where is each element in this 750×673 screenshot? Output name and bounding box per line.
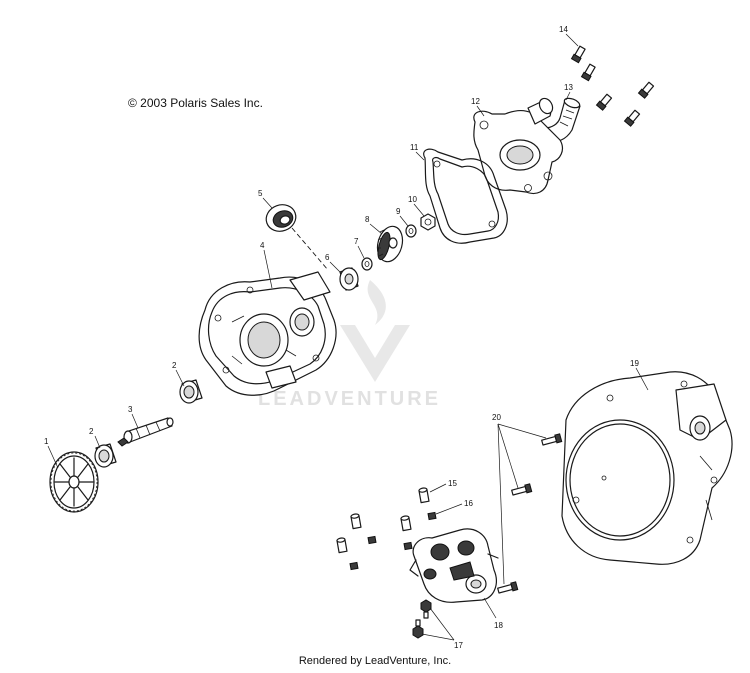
callout-3: 3: [128, 405, 133, 414]
callout-17: 17: [454, 641, 463, 650]
part-7-ring: [361, 257, 373, 271]
callout-1: 1: [44, 437, 49, 446]
leadventure-watermark: LEADVENTURE: [258, 280, 441, 410]
part-15-16-pins: [336, 487, 437, 571]
callout-11: 11: [410, 143, 419, 152]
callout-6: 6: [325, 253, 330, 262]
callout-14: 14: [559, 25, 568, 34]
callout-16: 16: [464, 499, 473, 508]
part-18-pump: [409, 528, 499, 603]
callout-10: 10: [408, 195, 417, 204]
part-2-bearing-upper: [179, 379, 203, 404]
copyright-text: © 2003 Polaris Sales Inc.: [128, 96, 263, 110]
part-9-washer: [405, 224, 417, 238]
callout-2-upper: 2: [172, 361, 177, 370]
callout-2-lower: 2: [89, 427, 94, 436]
part-3-shaft: [117, 417, 174, 447]
callout-19: 19: [630, 359, 639, 368]
part-19-side-cover: [561, 371, 733, 565]
callout-5: 5: [258, 189, 263, 198]
leader-lines: [47, 33, 649, 641]
callout-8: 8: [365, 215, 370, 224]
part-10-nut: [420, 213, 436, 231]
flame-v-logo-icon: [340, 280, 410, 382]
part-11-gasket: [423, 148, 508, 244]
callout-numbers: 1 2 2 3 4 5 6 7 8 9 10 11 12 13 14 15 16…: [44, 25, 639, 650]
part-12-pump-cover: [473, 97, 564, 195]
part-2-bearing-lower: [94, 443, 117, 468]
part-1-gear: [49, 451, 99, 513]
callout-7: 7: [354, 237, 359, 246]
part-5-seal: [265, 204, 297, 232]
callout-9: 9: [396, 207, 401, 216]
callout-13: 13: [564, 83, 573, 92]
part-17-screws: [412, 599, 432, 639]
callout-18: 18: [494, 621, 503, 630]
part-6-bushing: [339, 267, 359, 291]
assembly-axis-line: [291, 227, 329, 271]
part-8-impeller: [376, 225, 404, 263]
footer-credit: Rendered by LeadVenture, Inc.: [298, 655, 452, 667]
watermark-text: LEADVENTURE: [258, 388, 441, 410]
callout-12: 12: [471, 97, 480, 106]
part-14-bolts: [570, 45, 655, 127]
callout-15: 15: [448, 479, 457, 488]
callout-4: 4: [260, 241, 265, 250]
part-13-elbow: [543, 97, 581, 143]
callout-20: 20: [492, 413, 501, 422]
part-20-bolts: [497, 433, 563, 594]
part-4-case-cover: [198, 271, 337, 396]
